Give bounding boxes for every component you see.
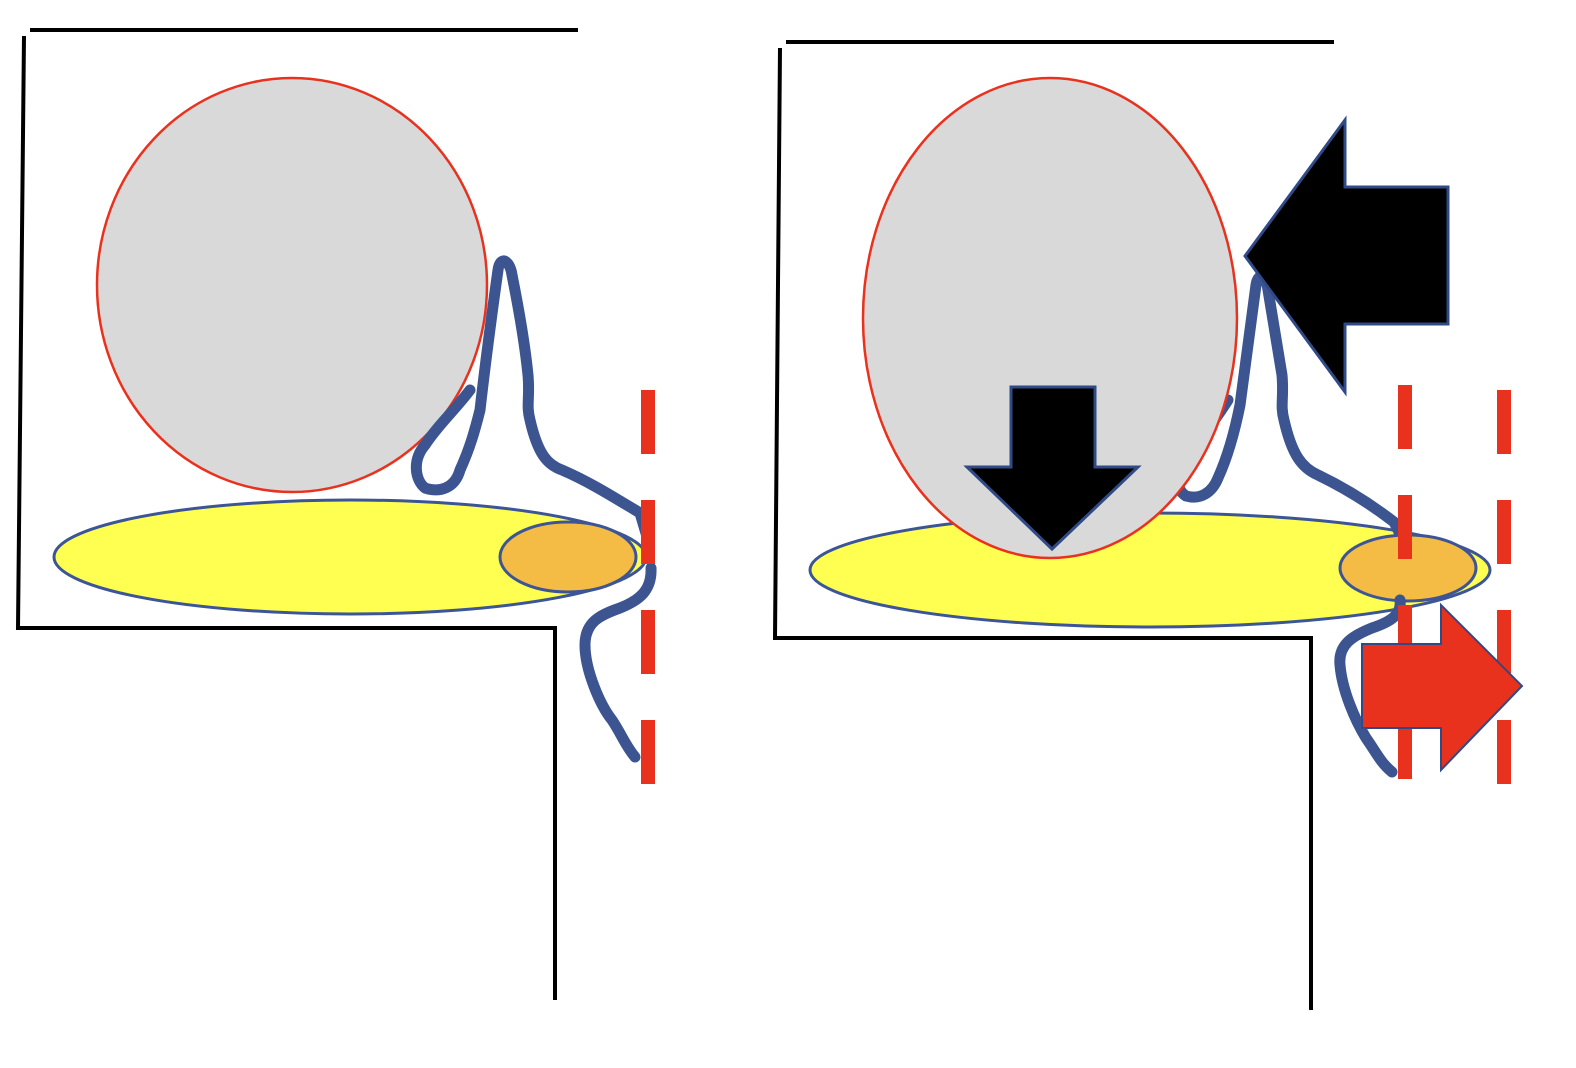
strap-lower bbox=[1334, 594, 1406, 778]
sphere bbox=[861, 76, 1239, 560]
enclosure-outline-step bbox=[772, 47, 1313, 1010]
panel-initial bbox=[15, 28, 657, 1000]
strap-upper bbox=[410, 255, 654, 546]
panel-loaded bbox=[772, 40, 1524, 1010]
strap-lower bbox=[579, 562, 657, 763]
strap-upper bbox=[1172, 271, 1408, 544]
right-displacement-arrow-icon bbox=[1361, 602, 1524, 773]
enclosure-outline-step bbox=[15, 35, 557, 1000]
contact-pad bbox=[498, 520, 638, 594]
left-force-arrow-icon bbox=[1243, 115, 1450, 397]
down-force-arrow-icon bbox=[963, 385, 1142, 552]
sphere bbox=[95, 76, 489, 494]
